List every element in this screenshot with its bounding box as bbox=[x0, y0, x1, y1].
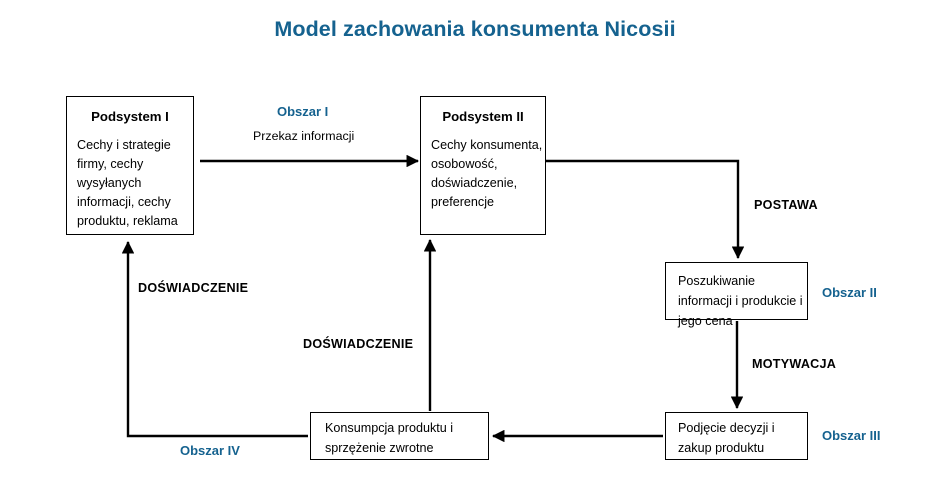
box-subsystem-2-body: Cechy konsumenta, osobowość, doświadczen… bbox=[431, 137, 543, 210]
label-postawa: POSTAWA bbox=[754, 198, 818, 212]
label-doswiadczenie-left: DOŚWIADCZENIE bbox=[138, 281, 249, 295]
label-doswiadczenie-middle: DOŚWIADCZENIE bbox=[303, 337, 414, 351]
box-information-search: Poszukiwanie informacji i produkcie i je… bbox=[665, 262, 808, 328]
box-purchase-decision: Podjęcie decyzji i zakup produktu bbox=[665, 412, 808, 460]
box-subsystem-1: Podsystem I Cechy i strategie firmy, cec… bbox=[66, 96, 194, 235]
box-information-search-body: Poszukiwanie informacji i produkcie i je… bbox=[678, 274, 803, 328]
box-product-consumption: Konsumpcja produktu i sprzężenie zwrotne bbox=[310, 412, 489, 460]
box-purchase-decision-body: Podjęcie decyzji i zakup produktu bbox=[678, 421, 775, 455]
label-area-3: Obszar III bbox=[822, 428, 881, 443]
arrow-consumption-to-subsystem1 bbox=[121, 241, 308, 438]
box-subsystem-1-title: Podsystem I bbox=[91, 109, 169, 124]
box-subsystem-2-title: Podsystem II bbox=[442, 109, 524, 124]
box-subsystem-2: Podsystem II Cechy konsumenta, osobowość… bbox=[420, 96, 546, 235]
page-title: Model zachowania konsumenta Nicosii bbox=[274, 17, 676, 41]
box-subsystem-1-body: Cechy i strategie firmy, cechy wysyłanyc… bbox=[77, 137, 178, 229]
label-area-4: Obszar IV bbox=[180, 443, 240, 458]
box-product-consumption-body: Konsumpcja produktu i sprzężenie zwrotne bbox=[325, 421, 454, 455]
label-area-1: Obszar I bbox=[277, 104, 329, 119]
arrow-subsystem2-to-search bbox=[546, 159, 745, 259]
label-area-2: Obszar II bbox=[822, 285, 877, 300]
label-motywacja: MOTYWACJA bbox=[752, 357, 837, 371]
label-area-1-subtitle: Przekaz informacji bbox=[253, 129, 355, 143]
